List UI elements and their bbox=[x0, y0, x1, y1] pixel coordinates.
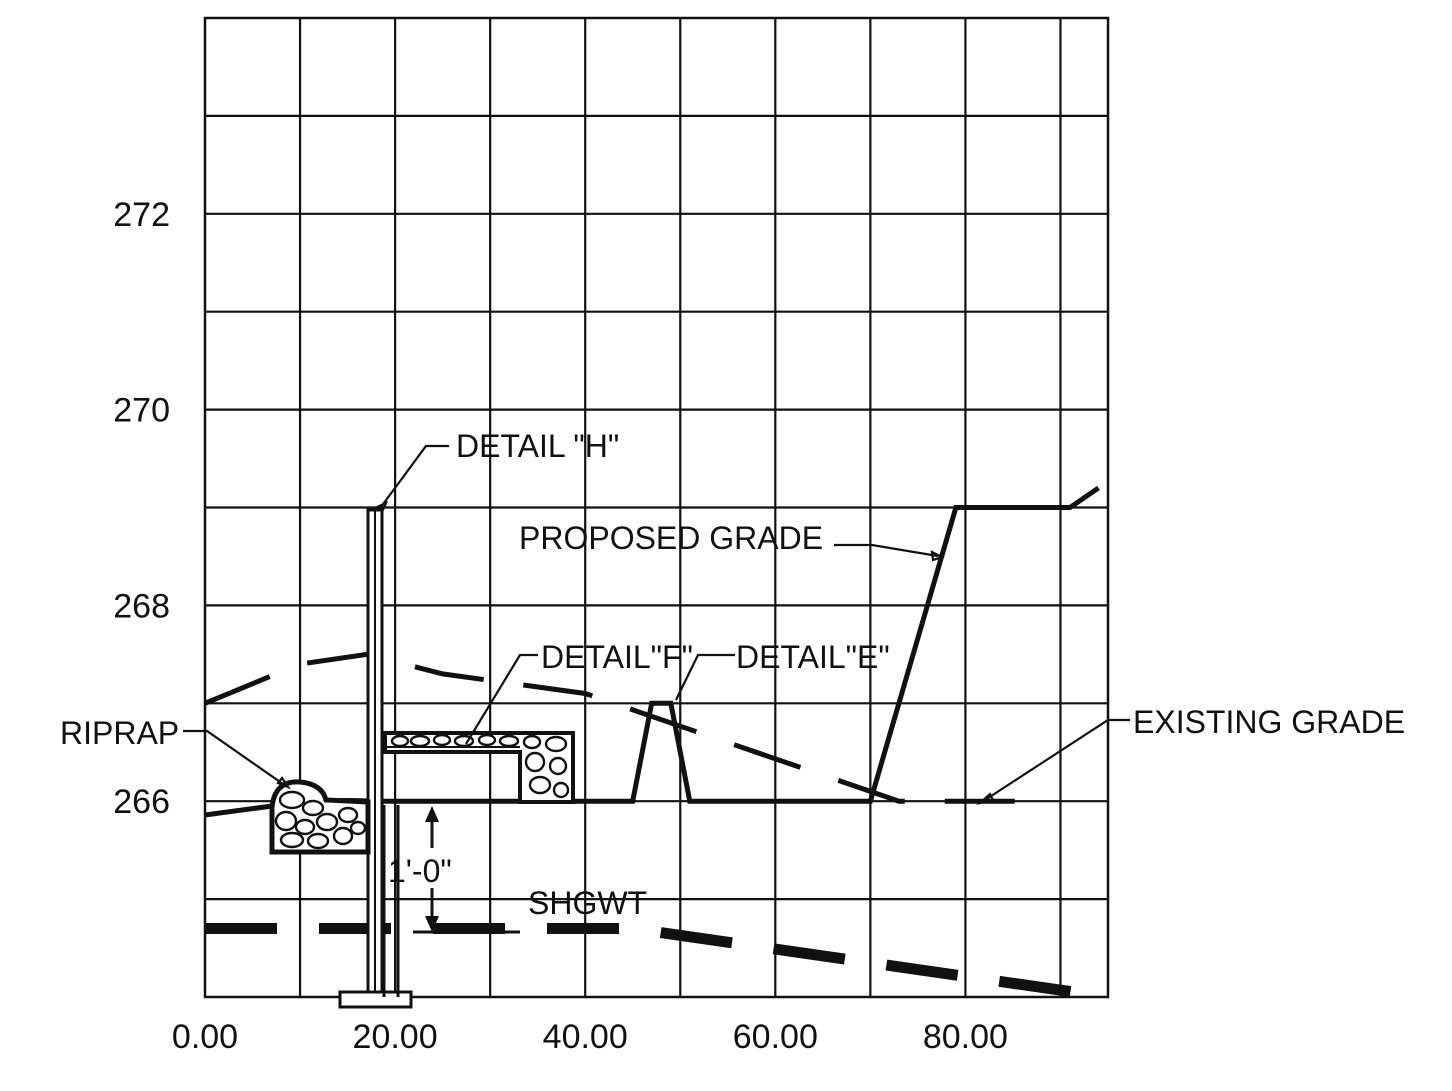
leader-lines bbox=[183, 444, 1130, 806]
detail-h-label: DETAIL "H" bbox=[456, 428, 619, 464]
x-tick-label: 40.00 bbox=[543, 1018, 628, 1056]
shgwt-label: SHGWT bbox=[528, 885, 647, 921]
x-axis-ticks: 0.00 20.00 40.00 60.00 80.00 bbox=[172, 1018, 1008, 1056]
shgwt-line bbox=[205, 923, 1109, 1003]
riprap-structure bbox=[269, 779, 371, 855]
dimension-marker bbox=[413, 806, 520, 934]
x-tick-label: 60.00 bbox=[733, 1018, 818, 1056]
proposed-grade-label: PROPOSED GRADE bbox=[519, 520, 823, 556]
detail-h-post bbox=[338, 508, 413, 1009]
y-axis-ticks: 266 268 270 272 bbox=[113, 196, 170, 821]
x-tick-label: 20.00 bbox=[353, 1018, 438, 1056]
y-tick-label: 268 bbox=[113, 587, 170, 625]
x-tick-label: 0.00 bbox=[172, 1018, 238, 1056]
proposed-grade-line bbox=[376, 485, 1100, 804]
existing-grade-label: EXISTING GRADE bbox=[1133, 704, 1405, 740]
existing-grade-line bbox=[204, 651, 1023, 804]
detail-f-label: DETAIL"F" bbox=[541, 639, 693, 675]
riprap-label: RIPRAP bbox=[60, 715, 179, 751]
dimension-label: 1'-0" bbox=[388, 853, 452, 889]
detail-f-structure bbox=[383, 731, 575, 804]
y-tick-label: 270 bbox=[113, 392, 170, 430]
x-tick-label: 80.00 bbox=[923, 1018, 1008, 1056]
y-tick-label: 266 bbox=[113, 783, 170, 821]
detail-e-label: DETAIL"E" bbox=[736, 639, 890, 675]
y-tick-label: 272 bbox=[113, 196, 170, 234]
